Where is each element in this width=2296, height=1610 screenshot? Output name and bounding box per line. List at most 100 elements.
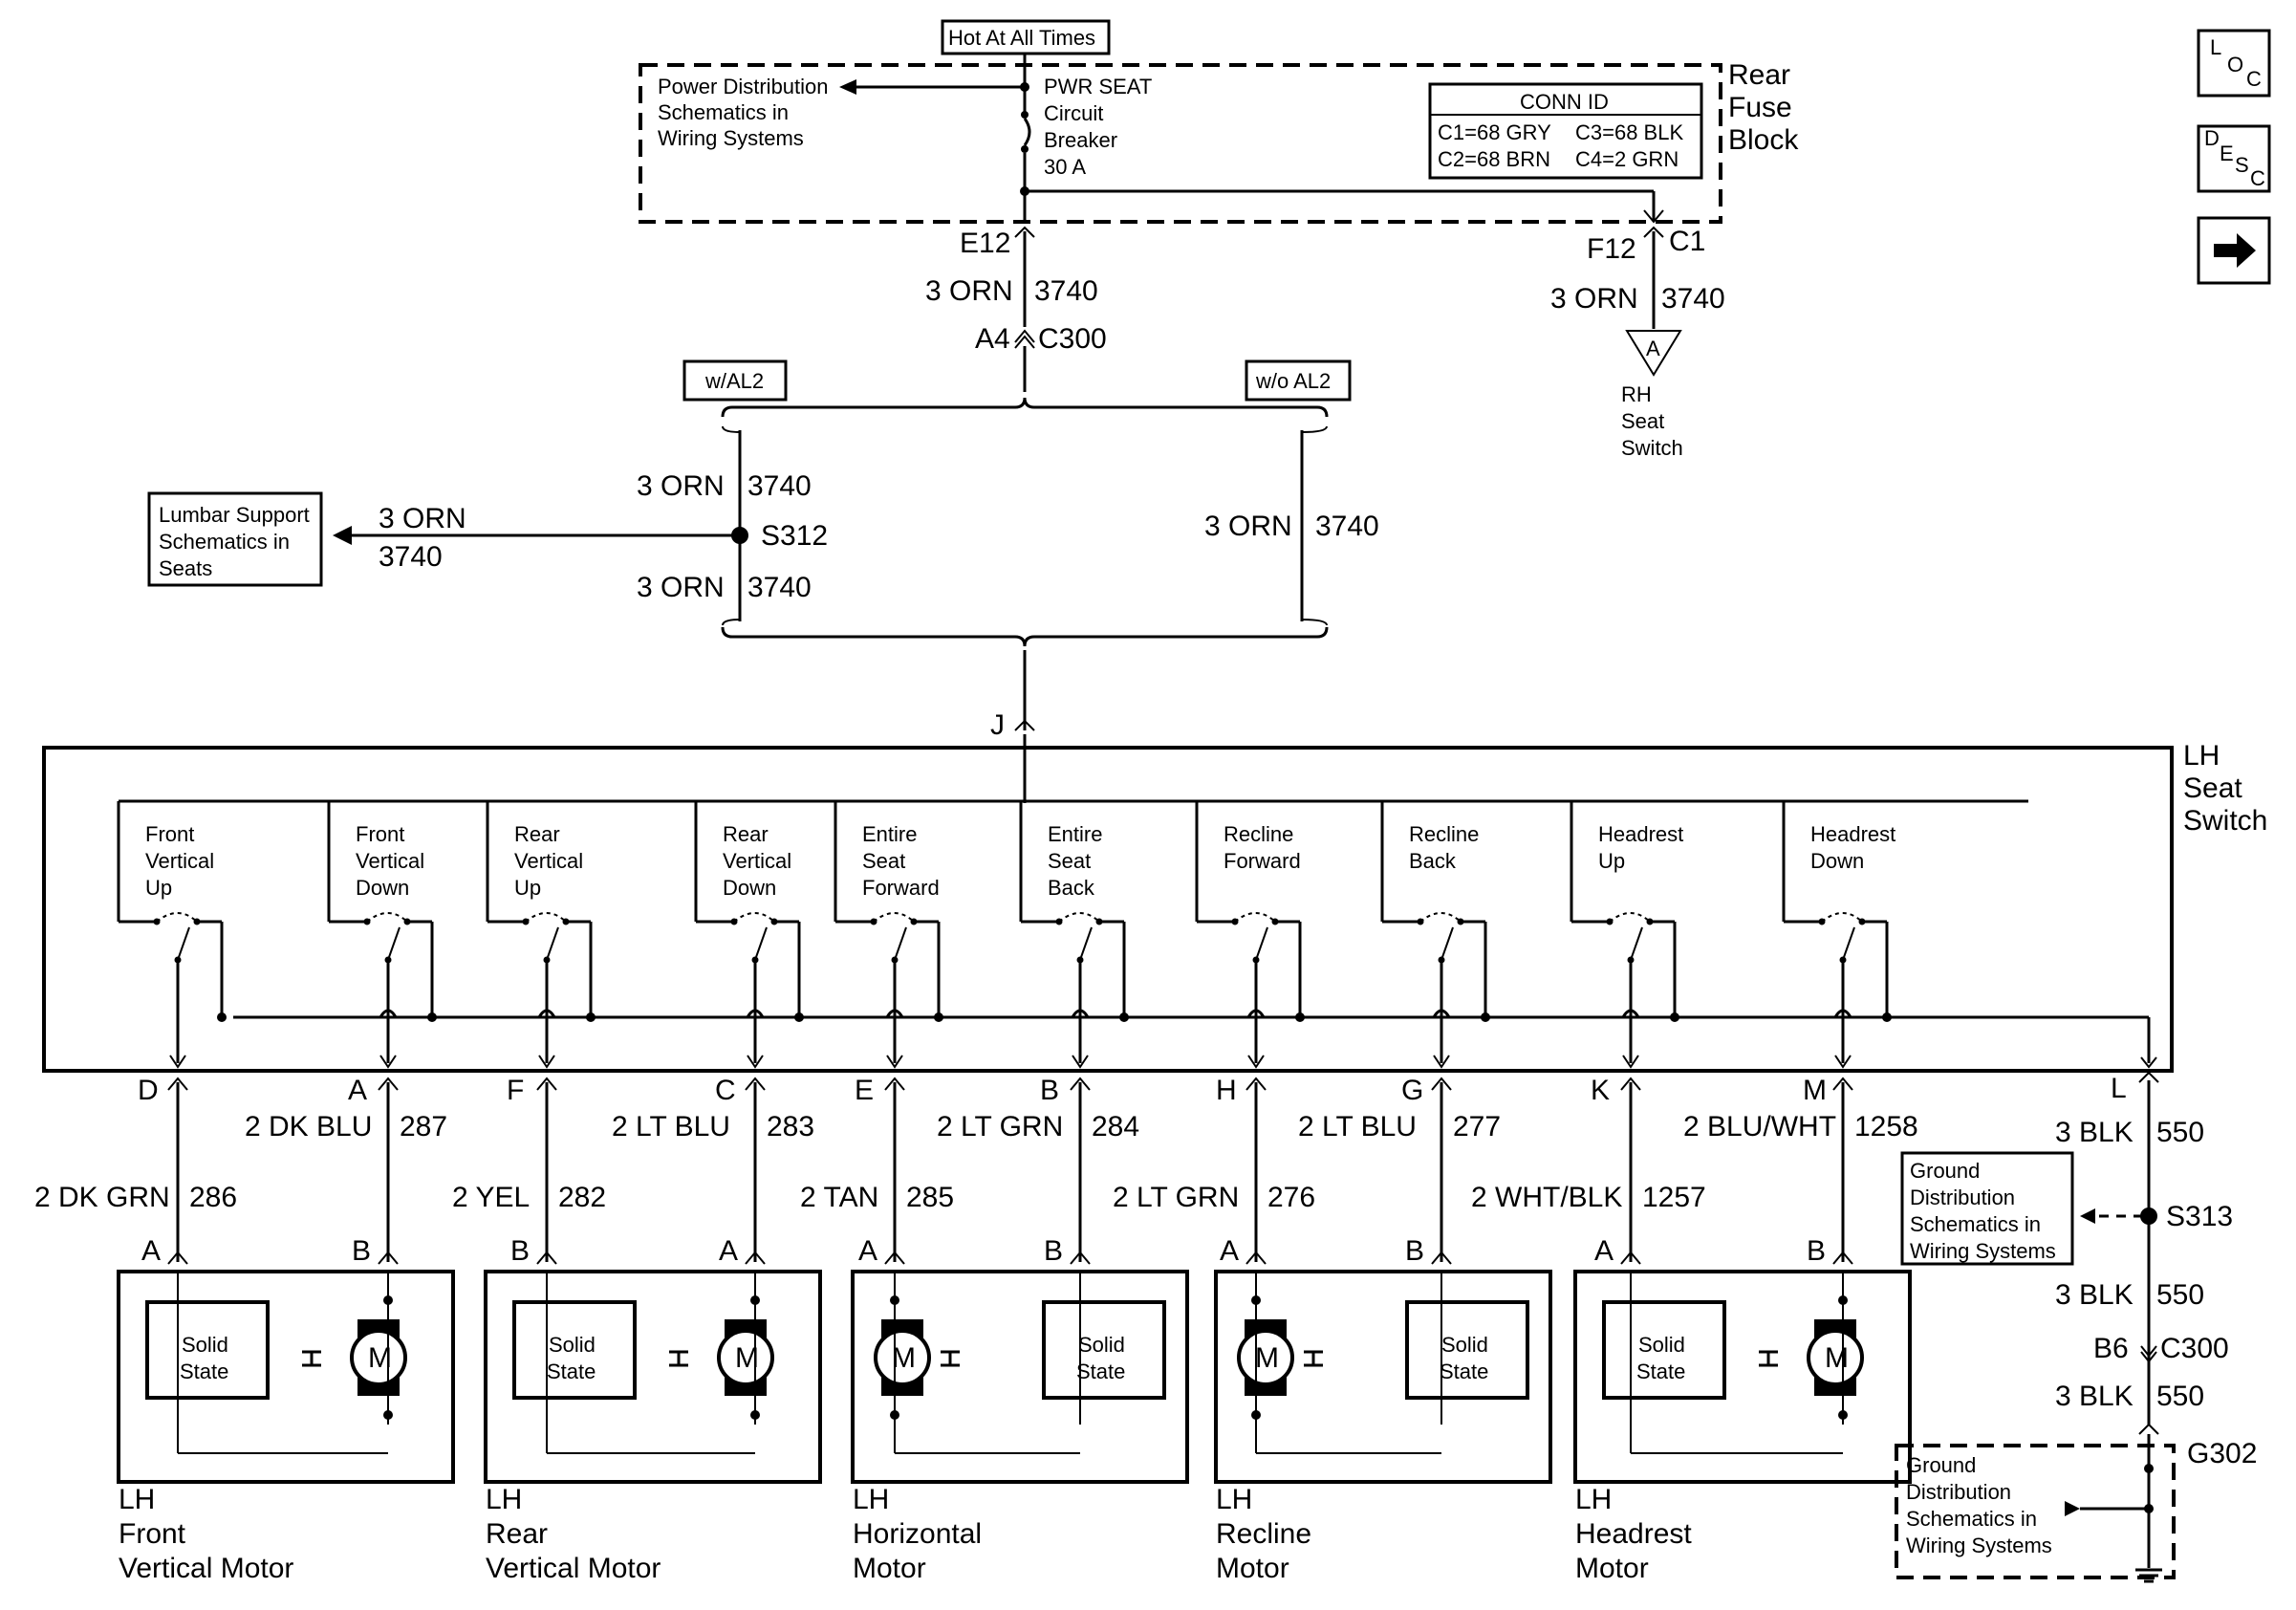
wire-color-label: 2 LT BLU [612, 1111, 730, 1142]
solid-state-module [1042, 1300, 1166, 1400]
ground-g302-label: G302 [2187, 1438, 2257, 1469]
connector-icon [536, 1077, 557, 1091]
switch-common-junction [1670, 1012, 1679, 1022]
svg-text:Schematics in: Schematics in [658, 100, 789, 124]
svg-text:Seat: Seat [1621, 409, 1664, 433]
svg-text:Switch: Switch [1621, 436, 1683, 460]
switch-blade [1440, 926, 1454, 961]
motor-icon [717, 1329, 774, 1386]
wire-crossover-hop [537, 1009, 556, 1018]
motor-label: LH [486, 1484, 522, 1515]
switch-label: Down [723, 876, 776, 900]
lumbar-support-reference[interactable]: Lumbar Support Schematics in Seats [147, 491, 323, 587]
loc-button[interactable]: L O C [2197, 29, 2271, 98]
loc-letter-l: L [2210, 35, 2221, 59]
option-brace-top [721, 397, 1329, 418]
motor-housing [117, 1270, 455, 1484]
junction-dot [750, 1410, 760, 1420]
splice-s312-label: S312 [761, 520, 828, 552]
motor-housing [1214, 1270, 1552, 1484]
motor-pin-letter: A [858, 1235, 877, 1267]
switch-label: Up [514, 876, 541, 900]
arrow-left-icon [839, 79, 856, 95]
switch-dashed-link [366, 912, 408, 923]
wire-number-label: 282 [558, 1182, 606, 1213]
svg-text:Block: Block [1728, 124, 1799, 156]
wire-color-label: 2 LT BLU [1298, 1111, 1417, 1142]
motor-label: Recline [1216, 1518, 1311, 1550]
arrow-down-icon [886, 1055, 903, 1069]
solid-state-module [1602, 1300, 1726, 1400]
ground-distribution-reference-1[interactable]: Ground Distribution Schematics in Wiring… [1900, 1151, 2074, 1266]
junction-dot [1838, 1295, 1848, 1305]
svg-text:A: A [1646, 337, 1660, 360]
switch-common-junction [1119, 1012, 1129, 1022]
switch-label: Vertical [514, 849, 583, 873]
splice-s313-dot [2140, 1208, 2157, 1225]
connector-icon [1620, 1251, 1641, 1265]
wire-3orn-label-al2-top: 3 ORN [637, 470, 725, 502]
arrow-down-icon [747, 1055, 764, 1069]
solid-state-label: State [1440, 1360, 1488, 1383]
motor-label: Motor [853, 1553, 926, 1584]
connector-icon [1431, 1251, 1452, 1265]
connector-icon [378, 1251, 399, 1265]
motor-icon [1807, 1329, 1864, 1386]
switch-label: Up [1598, 849, 1625, 873]
ground-wire2-num: 550 [2156, 1279, 2204, 1311]
option-w-al2: w/AL2 [682, 359, 788, 402]
connector-icon [1245, 1251, 1267, 1265]
ground-circuit: L 3 BLK 550 Ground Distribution Schemati… [1895, 1023, 2257, 1583]
next-arrow-button[interactable] [2197, 216, 2271, 285]
switch-label: Forward [1224, 849, 1301, 873]
wire-number-label: 285 [906, 1182, 954, 1213]
pin-letter: C [715, 1075, 736, 1106]
rh-seat-switch-label: RH Seat Switch [1621, 382, 1683, 460]
wire-number-label: 1258 [1854, 1111, 1918, 1142]
desc-button[interactable]: D E S C [2197, 124, 2271, 193]
loc-letter-o: O [2227, 53, 2243, 76]
connector-e12: E12 [960, 226, 1035, 259]
hot-at-all-times-label: Hot At All Times [941, 19, 1111, 55]
connector-c300-a4: A4 C300 [975, 323, 1107, 355]
switch-label: Back [1409, 849, 1457, 873]
arrow-down-icon [1834, 1055, 1852, 1069]
ground-distribution-reference-2[interactable]: Ground Distribution Schematics in Wiring… [1906, 1453, 2052, 1557]
connector-icon [536, 1251, 557, 1265]
rh-seat-switch-reference[interactable]: A [1625, 330, 1682, 377]
switch-label: Seat [862, 849, 905, 873]
switch-dashed-link [1821, 912, 1863, 923]
wire-color-label: 2 DK GRN [34, 1182, 170, 1213]
connector-f12: F12 C1 [1587, 226, 1705, 265]
svg-text:Seats: Seats [159, 556, 212, 580]
svg-text:Distribution: Distribution [1910, 1186, 2015, 1209]
svg-text:PWR SEAT: PWR SEAT [1044, 75, 1152, 98]
pin-letter: E [855, 1075, 874, 1106]
switch-label: Forward [862, 876, 940, 900]
motor-m-label: M [1825, 1342, 1849, 1374]
svg-text:C3=68 BLK: C3=68 BLK [1575, 120, 1683, 144]
connector-icon [1245, 1077, 1267, 1091]
switch-common-junction [217, 1012, 227, 1022]
connector-icon [378, 1077, 399, 1091]
svg-text:RH: RH [1621, 382, 1652, 406]
desc-letter-d: D [2204, 126, 2220, 150]
solid-state-label: Solid [1441, 1333, 1488, 1357]
svg-text:Lumbar Support: Lumbar Support [159, 503, 310, 527]
wire-number-label: 286 [189, 1182, 237, 1213]
lh-seat-switch-assembly [42, 746, 2174, 1073]
connector-icon [1431, 1077, 1452, 1091]
solid-state-label: Solid [549, 1333, 596, 1357]
motor-label: Headrest [1575, 1518, 1692, 1550]
switch-label: Back [1048, 876, 1095, 900]
